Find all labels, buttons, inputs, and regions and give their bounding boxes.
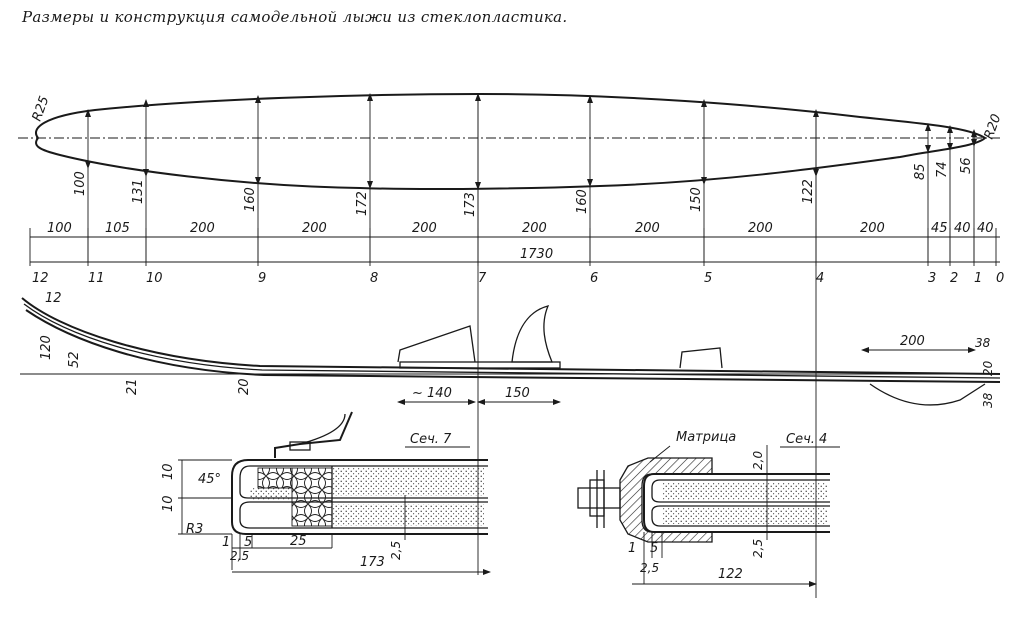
sec4-matrix-label: Матрица bbox=[676, 430, 736, 445]
sec7-title: Сеч. 7 bbox=[410, 432, 452, 447]
sec4-title: Сеч. 4 bbox=[786, 432, 827, 447]
segment-label: 200 bbox=[190, 221, 215, 236]
tail-curve bbox=[869, 383, 986, 406]
radius-tip-label: R25 bbox=[30, 94, 53, 123]
radius-tail-label: R20 bbox=[982, 112, 1005, 141]
sec4-width-label: 122 bbox=[718, 567, 743, 582]
binding-toe bbox=[511, 305, 553, 363]
station-label: 2 bbox=[950, 271, 958, 286]
binding-length-label: ~ 140 bbox=[412, 386, 452, 401]
width-label: 56 bbox=[959, 157, 974, 174]
thick-9-label: 20 bbox=[237, 378, 252, 395]
sec7-wood-label: 25 bbox=[290, 534, 307, 549]
station-label: 6 bbox=[590, 271, 598, 286]
rise-inner-label: 52 bbox=[67, 351, 82, 368]
sec7-width-label: 173 bbox=[360, 555, 385, 570]
tail-up-label: 38 bbox=[975, 336, 991, 350]
sec7-d1-label: 1 bbox=[222, 535, 230, 550]
station-label: 11 bbox=[88, 271, 105, 286]
segment-label: 200 bbox=[635, 221, 660, 236]
width-label: 122 bbox=[801, 179, 816, 204]
width-label: 173 bbox=[463, 192, 478, 217]
section-4: Матрица Сеч. 4 2,0 2,5 1 5 2,5 122 bbox=[577, 430, 840, 587]
binding-front bbox=[397, 325, 476, 363]
sec4-d25-label: 2,5 bbox=[640, 561, 659, 575]
width-label: 85 bbox=[913, 163, 928, 180]
segment-label: 105 bbox=[105, 221, 130, 236]
station-label: 4 bbox=[816, 271, 824, 286]
sec7-angle-label: 45° bbox=[198, 472, 221, 487]
width-label: 131 bbox=[131, 179, 146, 204]
width-label: 100 bbox=[73, 171, 88, 196]
sec7-radius-label: R3 bbox=[186, 522, 203, 537]
width-label: 74 bbox=[935, 161, 950, 178]
rise-total-label: 120 bbox=[39, 335, 54, 360]
sec7-h2-label: 10 bbox=[161, 495, 176, 512]
sec7-h1-label: 10 bbox=[161, 463, 176, 480]
sec4-d5-label: 5 bbox=[650, 541, 658, 556]
segment-label: 45 bbox=[931, 221, 948, 236]
station-label: 10 bbox=[146, 271, 163, 286]
station-label: 0 bbox=[996, 271, 1004, 286]
plate-length-label: 150 bbox=[505, 386, 530, 401]
sec4-top-label: 2,0 bbox=[751, 451, 765, 470]
station-label: 12 bbox=[32, 271, 49, 286]
sec4-d1-label: 1 bbox=[628, 541, 636, 556]
width-label: 172 bbox=[355, 191, 370, 216]
station-label: 3 bbox=[928, 271, 936, 286]
segment-label: 200 bbox=[748, 221, 773, 236]
thick-11-label: 21 bbox=[125, 378, 140, 395]
width-label: 160 bbox=[243, 187, 258, 212]
station-label: 1 bbox=[974, 271, 982, 286]
segment-label: 40 bbox=[954, 221, 971, 236]
station-label: 5 bbox=[704, 271, 712, 286]
segment-label: 200 bbox=[412, 221, 437, 236]
station-label: 7 bbox=[478, 271, 487, 286]
width-label: 150 bbox=[689, 187, 704, 212]
tail-mid-label: 20 bbox=[981, 360, 995, 376]
segment-label: 200 bbox=[860, 221, 885, 236]
segment-label: 200 bbox=[302, 221, 327, 236]
ski-outline bbox=[35, 92, 987, 191]
side-profile: 12 120 52 21 20 ~ 140 150 200 38 20 38 bbox=[20, 291, 1001, 408]
tip-thick-label: 12 bbox=[45, 291, 62, 306]
station-label: 8 bbox=[370, 271, 378, 286]
heel-plate bbox=[679, 347, 723, 369]
total-length-label: 1730 bbox=[520, 247, 553, 262]
sec7-core-label: 2,5 bbox=[389, 541, 403, 560]
tail-down-label: 38 bbox=[981, 392, 995, 408]
segment-label: 100 bbox=[47, 221, 72, 236]
sec7-d25-label: 2,5 bbox=[230, 549, 249, 563]
station-label: 9 bbox=[258, 271, 266, 286]
width-label: 160 bbox=[575, 189, 590, 214]
segment-label: 40 bbox=[977, 221, 994, 236]
tail-length-label: 200 bbox=[900, 334, 925, 349]
section-7: Сеч. 7 10 10 45° R3 1 5 2,5 25 bbox=[161, 411, 491, 575]
segment-label: 200 bbox=[522, 221, 547, 236]
figure-caption: Размеры и конструкция самодельной лыжи и… bbox=[22, 8, 568, 26]
sec4-bottom-label: 2,5 bbox=[751, 539, 765, 558]
sec7-d5-label: 5 bbox=[244, 535, 252, 550]
